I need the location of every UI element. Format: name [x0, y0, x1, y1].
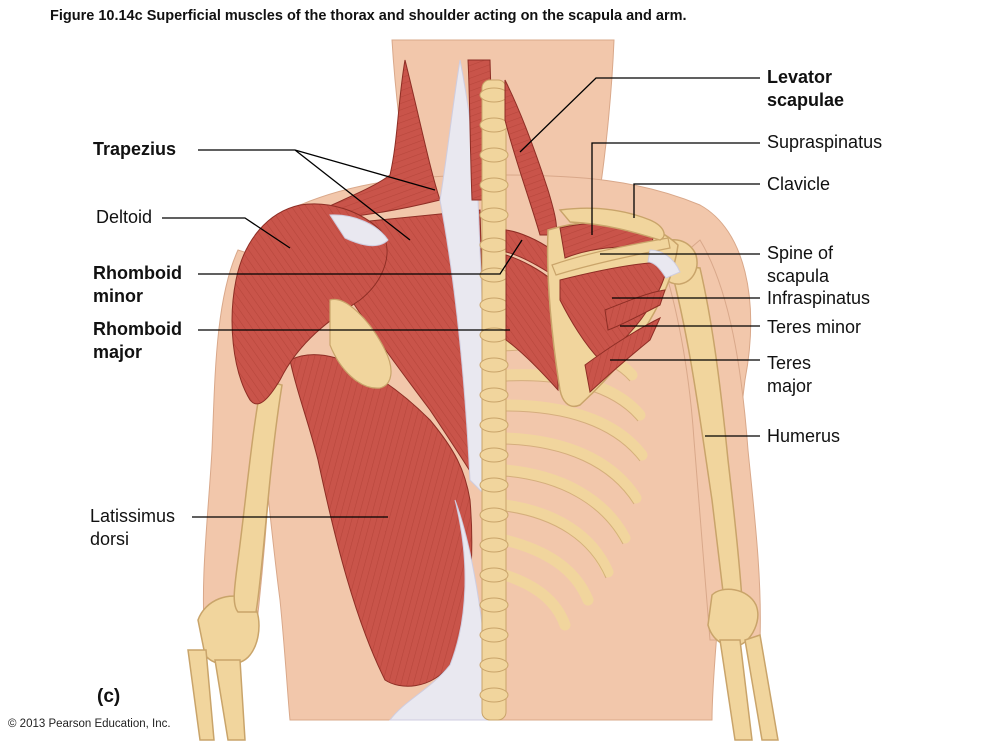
copyright-notice: © 2013 Pearson Education, Inc.: [8, 718, 171, 730]
teres-minor-muscle: [604, 289, 666, 331]
deltoid-tendon: [329, 214, 389, 247]
label-levator-scapulae-line1: Levator: [767, 67, 833, 87]
levator-scapulae-muscle: [504, 79, 557, 236]
left-humerus: [233, 379, 283, 613]
label-rhomboid-major-line2: major: [93, 342, 143, 362]
label-trapezius-text: Trapezius: [93, 139, 177, 159]
label-latissimus-dorsi-line1: Latissimus: [90, 506, 176, 526]
leader-rhomboid-minor: [198, 239, 523, 275]
leader-lines: [162, 77, 760, 518]
label-supraspinatus: Supraspinatus: [767, 131, 882, 154]
label-teres-major-line2: major: [767, 376, 813, 396]
label-supraspinatus-text: Supraspinatus: [767, 132, 883, 152]
label-trapezius: Trapezius: [93, 138, 176, 161]
label-latissimus-dorsi: Latissimus dorsi: [90, 505, 175, 551]
leader-trapezius: [198, 149, 436, 241]
label-latissimus-dorsi-line2: dorsi: [90, 529, 130, 549]
label-teres-minor: Teres minor: [767, 316, 861, 339]
label-humerus: Humerus: [767, 425, 840, 448]
label-deltoid: Deltoid: [96, 206, 152, 229]
left-forearm-bones: [187, 595, 260, 741]
panel-label: (c): [97, 686, 121, 707]
label-humerus-text: Humerus: [767, 426, 841, 446]
leader-supraspinatus: [591, 142, 760, 235]
rotator-tendon: [647, 249, 681, 279]
label-deltoid-text: Deltoid: [96, 207, 153, 227]
label-rhomboid-minor-line2: minor: [93, 286, 144, 306]
vertebra-processes: [479, 87, 509, 703]
leader-deltoid: [162, 217, 291, 249]
label-infraspinatus: Infraspinatus: [767, 287, 870, 310]
label-clavicle-text: Clavicle: [767, 174, 831, 194]
label-clavicle: Clavicle: [767, 173, 830, 196]
label-rhomboid-major: Rhomboid major: [93, 318, 182, 364]
label-rhomboid-minor: Rhomboid minor: [93, 262, 182, 308]
label-teres-minor-text: Teres minor: [767, 317, 862, 337]
leader-levator-scapulae: [519, 77, 760, 153]
label-teres-major-line1: Teres: [767, 353, 812, 373]
label-infraspinatus-text: Infraspinatus: [767, 288, 871, 308]
label-spine-of-scapula-line2: scapula: [767, 266, 830, 286]
thoracolumbar-fascia: [388, 499, 489, 721]
label-levator-scapulae-line2: scapulae: [767, 90, 845, 110]
figure-title: Figure 10.14c Superficial muscles of the…: [50, 8, 687, 24]
label-spine-of-scapula-line1: Spine of: [767, 243, 834, 263]
label-rhomboid-minor-line1: Rhomboid: [93, 263, 182, 283]
label-levator-scapulae: Levator scapulae: [767, 66, 844, 112]
label-teres-major: Teres major: [767, 352, 812, 398]
label-rhomboid-major-line1: Rhomboid: [93, 319, 182, 339]
label-spine-of-scapula: Spine of scapula: [767, 242, 833, 288]
teres-major-muscle: [584, 316, 662, 393]
right-clavicle: [558, 207, 665, 241]
leader-clavicle: [633, 183, 760, 218]
left-scapula-exposed: [329, 298, 392, 389]
spine-of-scapula: [551, 237, 671, 276]
deltoid-muscle: [231, 203, 388, 405]
